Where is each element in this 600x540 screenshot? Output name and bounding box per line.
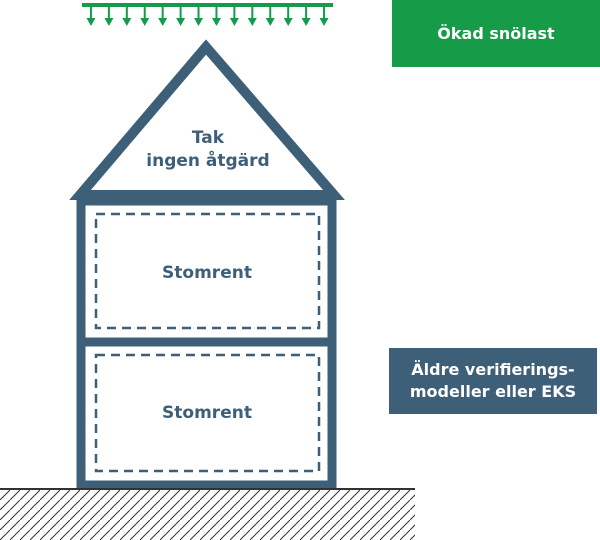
lower-floor-label: Stomrent bbox=[162, 403, 252, 423]
snow-load-arrow bbox=[265, 7, 275, 26]
upper-floor-label: Stomrent bbox=[162, 263, 252, 283]
snow-load-box: Ökad snölast bbox=[392, 0, 600, 67]
snow-load-arrow bbox=[211, 7, 221, 26]
verification-label-line2: modeller eller EKS bbox=[409, 382, 577, 401]
snow-load-arrow bbox=[176, 7, 186, 26]
snow-load-bar bbox=[82, 3, 333, 7]
snow-load-arrow bbox=[301, 7, 311, 26]
roof-label-line1: Tak bbox=[192, 128, 225, 148]
snow-load-arrow bbox=[104, 7, 114, 26]
verification-models-box: Äldre verifierings- modeller eller EKS bbox=[389, 348, 597, 414]
ground-hatching bbox=[0, 489, 415, 540]
snow-load-arrow bbox=[247, 7, 257, 26]
snow-load-arrow bbox=[283, 7, 293, 26]
lower-floor-dashed-outline bbox=[94, 353, 321, 473]
roof-label-line2: ingen åtgärd bbox=[146, 149, 269, 171]
snow-load-arrow bbox=[194, 7, 204, 26]
snow-load-arrow bbox=[140, 7, 150, 26]
snow-load-arrow bbox=[122, 7, 132, 26]
snow-load-arrow bbox=[158, 7, 168, 26]
verification-label-line1: Äldre verifierings- bbox=[411, 360, 575, 379]
snow-load-arrow bbox=[229, 7, 239, 26]
snow-load-arrow bbox=[86, 7, 96, 26]
upper-floor-dashed-outline bbox=[94, 212, 321, 330]
snow-load-arrows bbox=[82, 3, 333, 26]
roof-outline bbox=[69, 39, 345, 200]
snow-load-label: Ökad snölast bbox=[437, 24, 555, 43]
snow-load-arrow bbox=[319, 7, 329, 26]
